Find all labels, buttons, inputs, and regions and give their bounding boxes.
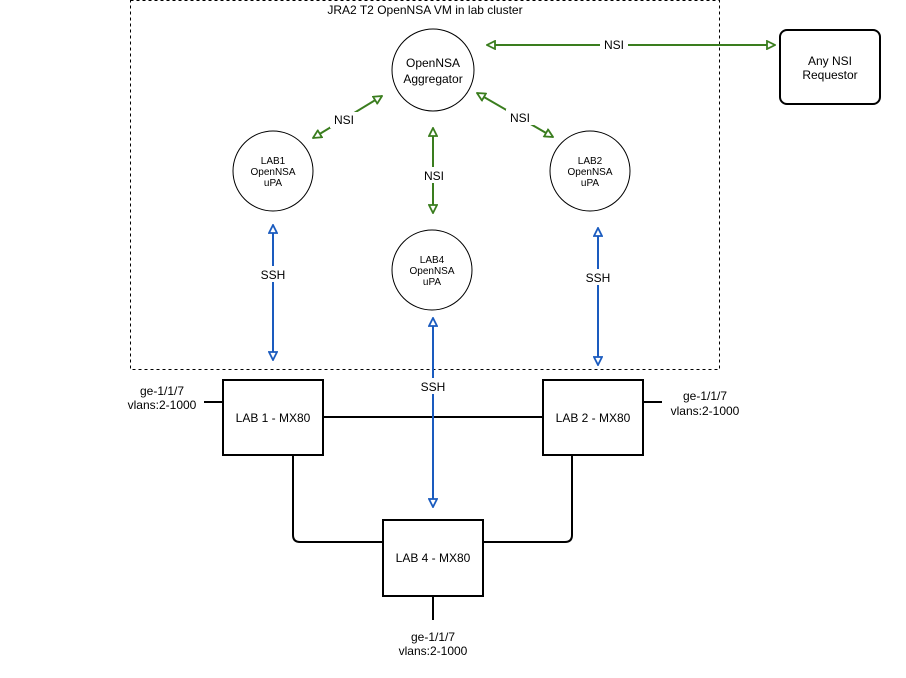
lab1-upa-line1: LAB1 bbox=[261, 156, 286, 167]
lab4-upa-line2: OpenNSA bbox=[409, 266, 454, 277]
lab1-upa-line3: uPA bbox=[264, 178, 282, 189]
node-lab1-upa: LAB1 OpenNSA uPA bbox=[232, 130, 314, 212]
lab1-router-label: LAB 1 - MX80 bbox=[236, 411, 311, 425]
lab4-router-label: LAB 4 - MX80 bbox=[396, 551, 471, 565]
node-lab4-router: LAB 4 - MX80 bbox=[382, 519, 484, 597]
lab1-upa-line2: OpenNSA bbox=[250, 167, 295, 178]
lab2-vlans-label: vlans:2-1000 bbox=[671, 404, 740, 418]
node-aggregator: OpenNSA Aggregator bbox=[391, 28, 475, 112]
lab2-upa-line1: LAB2 bbox=[578, 156, 603, 167]
lab2-port-label: ge-1/1/7 bbox=[683, 389, 727, 403]
aggregator-label-line1: OpenNSA bbox=[406, 56, 460, 70]
lab4-upa-line1: LAB4 bbox=[420, 255, 445, 266]
edge-label-nsi-requestor: NSI bbox=[604, 38, 624, 52]
node-lab1-router: LAB 1 - MX80 bbox=[222, 379, 324, 456]
node-lab2-upa: LAB2 OpenNSA uPA bbox=[549, 130, 631, 212]
node-lab2-router: LAB 2 - MX80 bbox=[542, 379, 644, 456]
edge-label-ssh-lab1: SSH bbox=[261, 268, 286, 282]
edge-label-nsi-lab2: NSI bbox=[510, 111, 530, 125]
lab4-port-label: ge-1/1/7 bbox=[411, 630, 455, 644]
edge-label-ssh-lab2: SSH bbox=[586, 271, 611, 285]
edge-label-nsi-lab4: NSI bbox=[424, 169, 444, 183]
node-requestor: Any NSI Requestor bbox=[779, 29, 881, 105]
lab4-vlans-label: vlans:2-1000 bbox=[399, 644, 468, 658]
cluster-boundary bbox=[130, 0, 720, 370]
lab1-port-label: ge-1/1/7 bbox=[140, 384, 184, 398]
lab4-upa-line3: uPA bbox=[423, 277, 441, 288]
node-lab4-upa: LAB4 OpenNSA uPA bbox=[391, 229, 473, 311]
link-lab2-lab4 bbox=[483, 455, 573, 543]
cluster-title: JRA2 T2 OpenNSA VM in lab cluster bbox=[327, 3, 522, 17]
edge-label-ssh-lab4: SSH bbox=[421, 380, 446, 394]
lab1-vlans-label: vlans:2-1000 bbox=[128, 398, 197, 412]
lab2-upa-line3: uPA bbox=[581, 178, 599, 189]
lab2-upa-line2: OpenNSA bbox=[567, 167, 612, 178]
requestor-label-line1: Any NSI bbox=[808, 54, 852, 68]
requestor-label-line2: Requestor bbox=[802, 68, 857, 82]
lab2-router-label: LAB 2 - MX80 bbox=[556, 411, 631, 425]
aggregator-label-line2: Aggregator bbox=[403, 72, 462, 86]
edge-label-nsi-lab1: NSI bbox=[334, 113, 354, 127]
link-lab1-lab4 bbox=[292, 455, 383, 543]
